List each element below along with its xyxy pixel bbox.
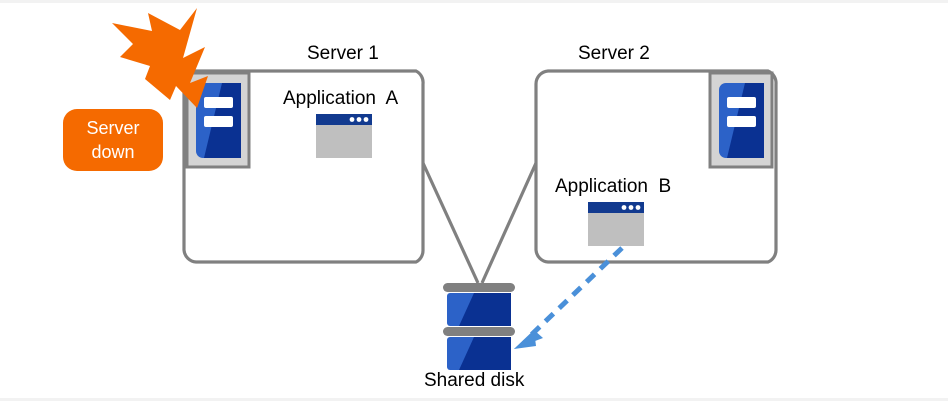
server-down-line2: down	[91, 142, 135, 162]
shared-disk-label: Shared disk	[424, 370, 525, 391]
disk-stack-icon	[443, 283, 515, 370]
server2-title: Server 2	[578, 43, 650, 64]
canvas-top-edge	[0, 0, 948, 3]
server-down-badge: Server down	[63, 109, 163, 171]
server-down-line1: Server	[86, 118, 140, 138]
explosion-burst-icon	[112, 8, 208, 108]
server-rack-icon-server2	[708, 71, 774, 169]
app-window-icon-a	[316, 114, 372, 158]
canvas-bottom-edge	[0, 398, 948, 401]
app-window-icon-b	[588, 202, 644, 246]
connector-server2-to-disk	[480, 162, 538, 284]
connector-server1-to-disk	[421, 162, 480, 284]
application-b-label: Application B	[555, 176, 672, 197]
dashed-arrow-icon	[514, 246, 624, 349]
server1-title: Server 1	[307, 43, 379, 64]
application-a-label: Application A	[283, 88, 399, 109]
